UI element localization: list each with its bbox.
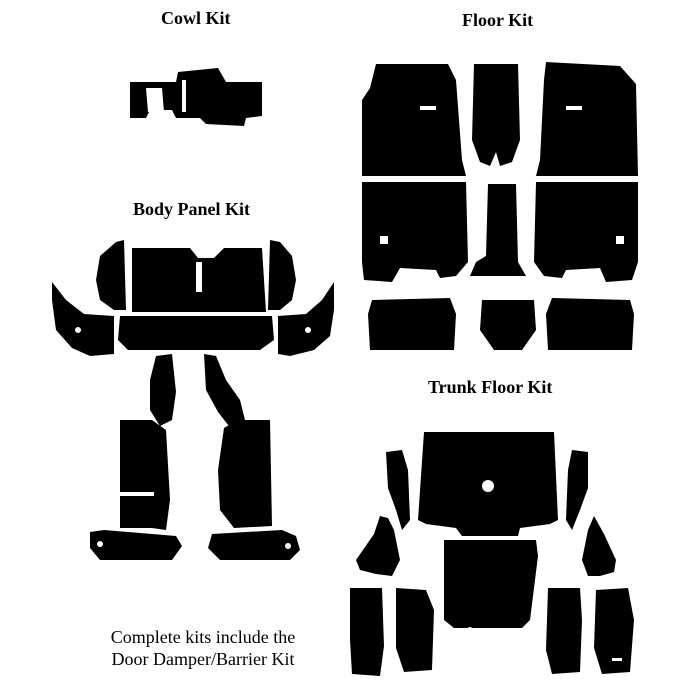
body-lower-center-piece: [118, 316, 274, 350]
trunk-drain-hole: [482, 480, 494, 492]
trunk-bottom-far-right-piece: [594, 588, 634, 674]
floor-kit-title: Floor Kit: [462, 10, 534, 30]
note-line-1: Complete kits include the: [110, 627, 296, 647]
trunk-bottom-left-piece: [396, 588, 434, 672]
body-right-quarter-hole: [305, 327, 311, 333]
body-right-floor-hole: [285, 543, 291, 549]
floor-left-rear-piece: [362, 182, 468, 282]
floor-tunnel-upper-piece: [472, 64, 520, 166]
trunk-lower-center-piece: [444, 540, 538, 628]
note-line-2: Door Damper/Barrier Kit: [111, 649, 295, 669]
floor-center-rear-pad: [480, 300, 536, 350]
body-left-quarter-hole: [75, 327, 81, 333]
trunk-lower-hole: [467, 627, 473, 633]
body-right-tall-panel: [218, 420, 272, 528]
floor-right-rear-piece: [534, 182, 638, 282]
trunk-right-angled-piece: [566, 450, 588, 530]
body-left-tall-cut: [118, 492, 154, 496]
floor-left-rear-pad: [368, 298, 456, 350]
body-right-fan-piece: [268, 240, 296, 310]
floor-left-hole: [380, 236, 388, 244]
floor-left-front-piece: [362, 64, 466, 176]
body-left-door-strip: [150, 354, 176, 426]
floor-left-slot: [420, 106, 436, 110]
trunk-bottom-far-left-piece: [350, 588, 384, 676]
trunk-left-angled-piece: [386, 450, 410, 530]
body-left-fan-piece: [96, 240, 126, 310]
floor-kit-group: [362, 62, 638, 350]
floor-right-front-piece: [536, 62, 638, 176]
body-right-floor-strip: [208, 530, 300, 560]
complete-kit-note: Complete kits include the Door Damper/Ba…: [88, 626, 318, 670]
body-rear-shelf-slit: [196, 262, 202, 292]
cowl-piece: [130, 68, 262, 126]
body-left-floor-hole: [97, 541, 103, 547]
floor-right-slot: [566, 106, 582, 110]
trunk-bottom-right-piece: [546, 588, 582, 674]
cowl-kit-title: Cowl Kit: [161, 8, 231, 28]
floor-right-rear-pad: [546, 298, 634, 350]
body-left-floor-strip: [90, 530, 182, 560]
cowl-cutout: [146, 88, 164, 112]
body-right-door-strip: [204, 354, 246, 430]
floor-right-hole: [616, 236, 624, 244]
trunk-bottom-right-slot: [612, 658, 622, 661]
cowl-slit: [182, 80, 186, 112]
body-panel-kit-title: Body Panel Kit: [133, 199, 251, 219]
body-right-quarter-piece: [278, 282, 334, 356]
trunk-left-side-piece: [356, 516, 400, 576]
body-left-quarter-piece: [52, 282, 114, 356]
trunk-right-side-piece: [582, 516, 616, 576]
trunk-floor-kit-group: [350, 432, 634, 676]
trunk-floor-kit-title: Trunk Floor Kit: [428, 377, 553, 397]
body-left-tall-panel: [120, 420, 170, 530]
cowl-kit-group: [130, 68, 262, 126]
body-panel-kit-group: [52, 240, 334, 560]
floor-tunnel-lower-piece: [470, 184, 526, 276]
